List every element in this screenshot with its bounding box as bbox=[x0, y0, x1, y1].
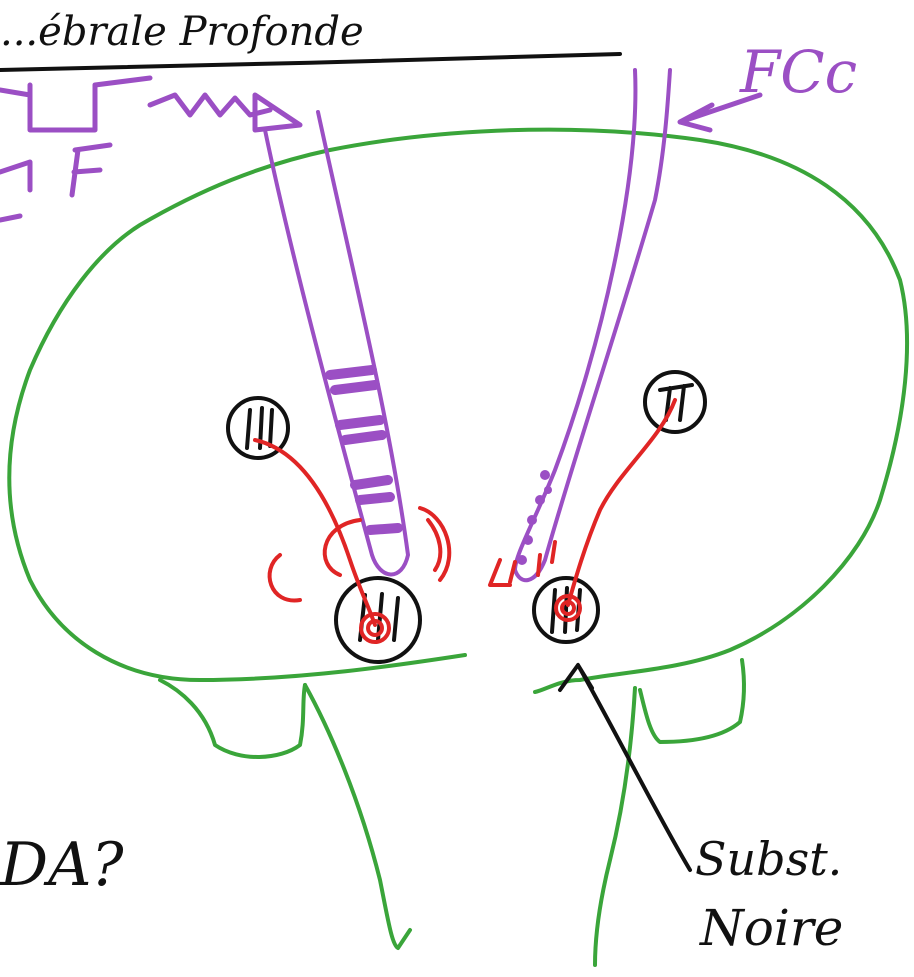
green-stem-left bbox=[305, 685, 410, 948]
title-text: ...ébrale Profonde bbox=[0, 9, 364, 55]
label-noire: Noire bbox=[699, 899, 843, 957]
label-da-question: DA? bbox=[0, 830, 124, 900]
title-underline bbox=[0, 54, 620, 70]
circle-lower-right bbox=[534, 578, 598, 642]
purple-stripes-left bbox=[330, 370, 398, 530]
purple-scribble-topleft bbox=[0, 78, 300, 220]
green-lobe-right bbox=[640, 660, 744, 742]
label-fcc: FCc bbox=[739, 38, 857, 106]
letter-f: F bbox=[66, 191, 67, 193]
green-outline bbox=[9, 130, 907, 692]
green-lobe-left bbox=[160, 680, 305, 757]
label-subst: Subst. bbox=[695, 832, 842, 886]
black-arrow-subst bbox=[560, 665, 690, 870]
purple-tract-left bbox=[265, 112, 408, 575]
